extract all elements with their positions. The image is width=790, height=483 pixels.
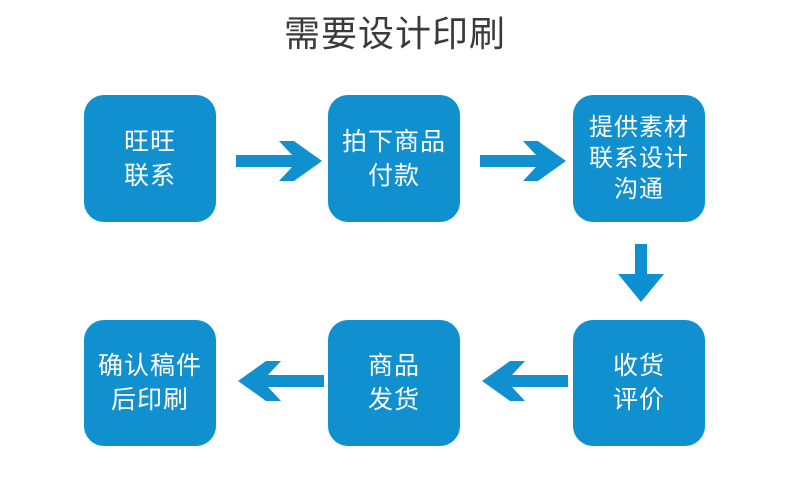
flow-step-line: 付款	[367, 161, 420, 190]
flow-step-line: 旺旺	[123, 127, 176, 156]
arrow-left-icon	[480, 360, 568, 402]
flow-step-line: 评价	[612, 386, 665, 414]
flow-step-line: 发货	[367, 386, 420, 414]
flow-step-line: 沟通	[614, 176, 664, 203]
flow-step-receive: 收货 评价	[573, 320, 705, 446]
flow-step-line: 后印刷	[110, 386, 189, 414]
arrow-right-icon	[480, 140, 568, 182]
arrow-right-icon	[236, 140, 324, 182]
flow-step-line: 提供素材	[589, 114, 689, 141]
flow-step-material: 提供素材 联系设计 沟通	[573, 95, 705, 222]
arrow-left-icon	[236, 360, 324, 402]
flow-step-confirm: 确认稿件 后印刷	[84, 320, 216, 446]
flow-step-line: 收货	[612, 352, 665, 380]
flow-step-line: 确认稿件	[97, 352, 202, 380]
flow-step-line: 商品	[367, 352, 420, 380]
page-title: 需要设计印刷	[283, 13, 506, 54]
flow-step-line: 联系	[123, 161, 176, 190]
flow-step-order: 拍下商品 付款	[328, 95, 460, 222]
flow-step-line: 联系设计	[589, 145, 689, 172]
flow-step-wangwang: 旺旺 联系	[84, 95, 216, 222]
flow-step-shipping: 商品 发货	[328, 320, 460, 446]
flow-step-line: 拍下商品	[341, 127, 446, 156]
arrow-down-icon	[612, 244, 670, 304]
